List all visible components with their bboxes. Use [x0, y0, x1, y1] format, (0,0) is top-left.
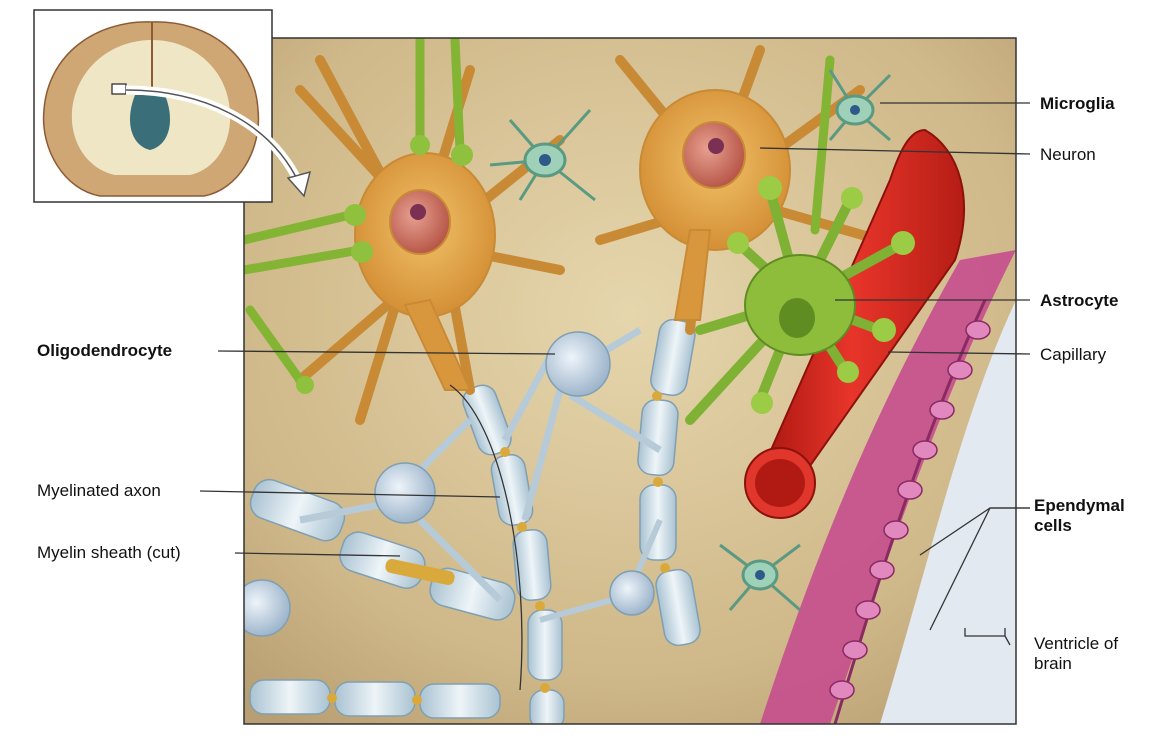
- label-oligodendrocyte: Oligodendrocyte: [37, 341, 172, 361]
- brain-inset: [34, 10, 310, 202]
- label-ependymal-cells: Ependymal cells: [1034, 496, 1124, 536]
- label-astrocyte: Astrocyte: [1040, 291, 1118, 311]
- label-myelin-sheath-cut: Myelin sheath (cut): [37, 543, 181, 563]
- tissue-panel: [234, 38, 1016, 730]
- label-neuron: Neuron: [1040, 145, 1096, 165]
- label-capillary: Capillary: [1040, 345, 1106, 365]
- label-myelinated-axon: Myelinated axon: [37, 481, 161, 501]
- label-microglia: Microglia: [1040, 94, 1115, 114]
- label-ventricle-of-brain: Ventricle of brain: [1034, 634, 1134, 674]
